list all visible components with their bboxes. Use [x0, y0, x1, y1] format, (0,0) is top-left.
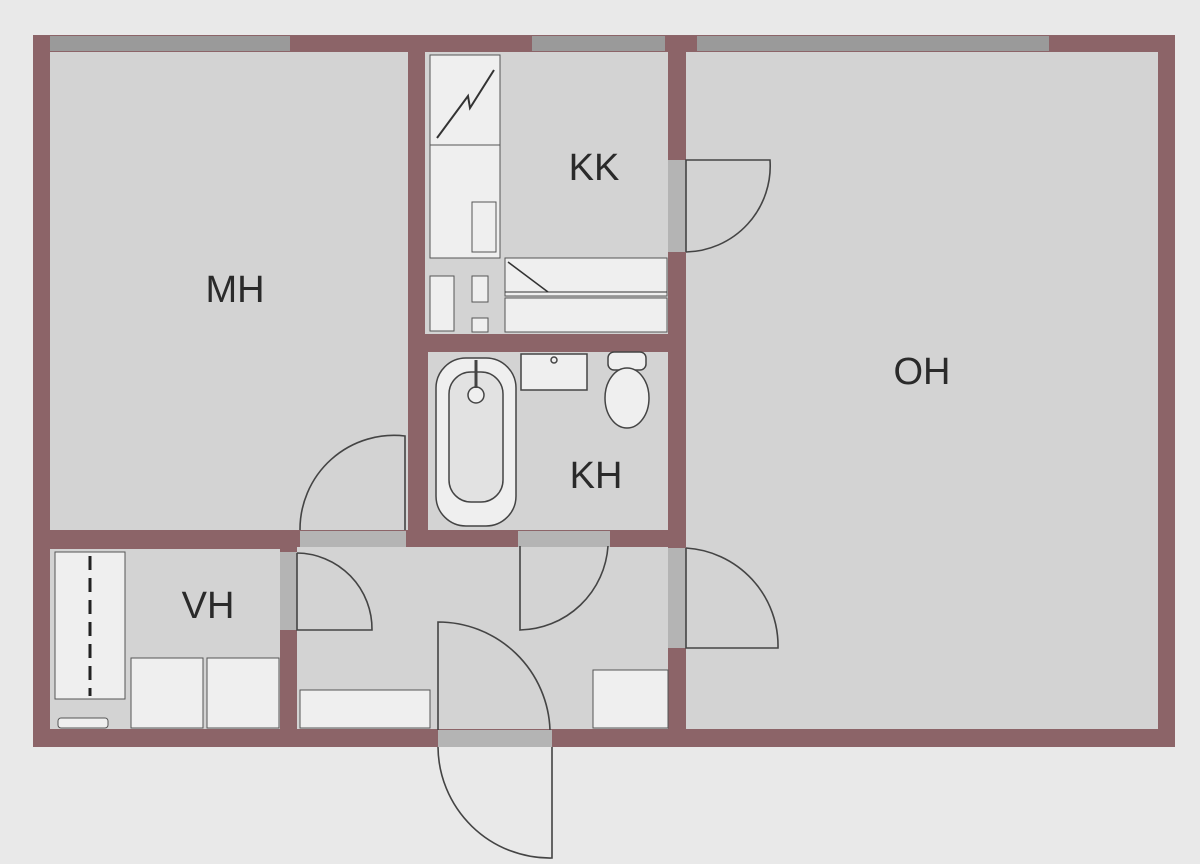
opening-vh [280, 552, 297, 630]
door-entrance-inner [437, 621, 551, 731]
closet-unit-3 [471, 317, 489, 333]
storage-fixtures [54, 551, 669, 729]
floor-mh [50, 52, 408, 530]
opening-entrance [438, 730, 552, 747]
fridge-symbol-icon [436, 69, 495, 139]
door-hall-oh [685, 547, 779, 649]
toilet-bowl [604, 367, 650, 429]
kitchen-counter-bottom [504, 257, 668, 297]
door-swings [296, 159, 779, 859]
heater [57, 717, 109, 729]
stove [471, 201, 497, 253]
closet-unit-2 [471, 275, 489, 303]
room-label-kh: KH [570, 455, 623, 497]
room-label-oh: OH [894, 351, 951, 393]
bathroom-fixtures [435, 351, 650, 527]
door-mh [299, 434, 406, 531]
kitchen-table [504, 297, 668, 333]
opening-kh [518, 531, 610, 547]
bathtub-drain-icon [467, 386, 485, 404]
room-label-kk: KK [569, 147, 620, 189]
door-openings [280, 160, 686, 747]
room-labels: MH KK OH KH VH [182, 147, 951, 627]
closet-unit-1 [429, 275, 455, 332]
room-label-mh: MH [205, 269, 264, 311]
opening-kk-oh [668, 160, 686, 252]
room-label-vh: VH [182, 585, 235, 627]
closet-bottom-2 [206, 657, 280, 729]
opening-mh [300, 531, 406, 547]
window-oh [697, 36, 1049, 51]
hall-shelf [592, 669, 669, 729]
sink-line [507, 261, 549, 293]
window-kk [532, 36, 665, 51]
door-kk-oh [685, 159, 772, 253]
closet-bottom-1 [130, 657, 204, 729]
washbasin-tap-icon [550, 356, 558, 364]
door-vh [296, 552, 373, 631]
hall-bench [299, 689, 431, 729]
door-entrance-outer [437, 746, 553, 859]
window-mh [50, 36, 290, 51]
windows [50, 36, 1049, 51]
door-kh [519, 545, 609, 631]
opening-hall-oh [668, 548, 686, 648]
kitchen-fixtures [429, 54, 668, 333]
floor-oh [686, 52, 1158, 729]
